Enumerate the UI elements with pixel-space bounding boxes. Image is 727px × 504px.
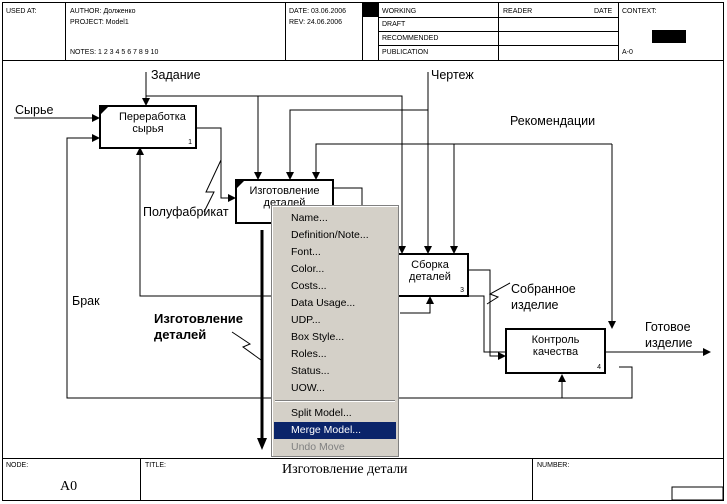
title-label: TITLE:: [145, 462, 167, 469]
activity-box-assembly[interactable]: Сборка деталей 3: [393, 253, 469, 297]
activity-number: 4: [597, 364, 601, 371]
activity-box-processing[interactable]: Переработка сырья 1: [99, 105, 197, 149]
context-node: A-0: [622, 49, 633, 56]
activity-number: 1: [188, 139, 192, 146]
callout-line: деталей: [154, 327, 207, 342]
arrow-label-finished[interactable]: Готовое изделие: [645, 320, 693, 350]
status-recommended: RECOMMENDED: [382, 35, 439, 42]
author-field: AUTHOR: Долженко: [70, 8, 136, 15]
menu-separator: [275, 400, 395, 402]
menu-item-font[interactable]: Font...: [291, 246, 321, 258]
context-label: CONTEXT:: [622, 8, 657, 15]
node-value: A0: [60, 479, 78, 494]
menu-item-definition-note[interactable]: Definition/Note...: [291, 229, 369, 241]
activity-label: Контроль качества: [531, 334, 580, 358]
menu-item-box-style[interactable]: Box Style...: [291, 331, 345, 343]
project-field: PROJECT: Model1: [70, 19, 129, 26]
arrow-label-recommendations[interactable]: Рекомендации: [510, 114, 596, 128]
rev-field: REV: 24.06.2006: [289, 19, 343, 26]
box-corner-marker: [101, 107, 108, 114]
activity-box-quality-control[interactable]: Контроль качества 4: [505, 328, 606, 374]
callout-line: Изготовление: [154, 311, 244, 326]
menu-item-color[interactable]: Color...: [291, 263, 325, 275]
arrow-label-drawing[interactable]: Чертеж: [431, 68, 474, 82]
menu-item-merge-model[interactable]: Merge Model...: [274, 422, 396, 439]
menu-item-udp[interactable]: UDP...: [291, 314, 321, 326]
arrow-label-semi-product[interactable]: Полуфабрикат: [143, 205, 229, 219]
node-label: NODE:: [6, 462, 29, 469]
status-publication: PUBLICATION: [382, 49, 429, 56]
callout-label: Изготовление деталей: [154, 312, 243, 342]
status-draft: DRAFT: [382, 21, 406, 28]
menu-item-uow[interactable]: UOW...: [291, 382, 325, 394]
arrow-label-raw[interactable]: Сырье: [15, 103, 54, 117]
context-menu: Name... Definition/Note... Font... Color…: [271, 205, 399, 457]
menu-item-data-usage[interactable]: Data Usage...: [291, 297, 356, 309]
menu-item-costs[interactable]: Costs...: [291, 280, 327, 292]
activity-label: Сборка деталей: [409, 259, 451, 283]
menu-item-roles[interactable]: Roles...: [291, 348, 327, 360]
box-corner-marker: [237, 181, 244, 188]
menu-item-status[interactable]: Status...: [291, 365, 330, 377]
arrow-label-line: изделие: [511, 298, 559, 312]
reader-date-label: DATE: [594, 8, 613, 15]
arrow-label-task[interactable]: Задание: [151, 68, 201, 82]
arrow-label-defect[interactable]: Брак: [72, 294, 100, 308]
arrow-label-assembled[interactable]: Собранное изделие: [511, 282, 576, 312]
diagram-title: Изготовление детали: [282, 462, 408, 477]
used-at-label: USED AT:: [6, 8, 37, 15]
activity-number: 3: [460, 287, 464, 294]
activity-label: Переработка сырья: [119, 111, 186, 135]
date-field: DATE: 03.06.2006: [289, 8, 347, 15]
arrow-label-line: Собранное: [511, 282, 576, 296]
number-label: NUMBER:: [537, 462, 570, 469]
menu-item-name[interactable]: Name...: [291, 212, 328, 224]
menu-item-split-model[interactable]: Split Model...: [291, 407, 352, 419]
notes-field: NOTES: 1 2 3 4 5 6 7 8 9 10: [70, 49, 159, 56]
arrow-label-line: Готовое: [645, 320, 691, 334]
arrow-label-line: изделие: [645, 336, 693, 350]
status-working: WORKING: [382, 8, 417, 15]
reader-label: READER: [503, 8, 533, 15]
menu-item-undo-move: Undo Move: [291, 441, 345, 453]
